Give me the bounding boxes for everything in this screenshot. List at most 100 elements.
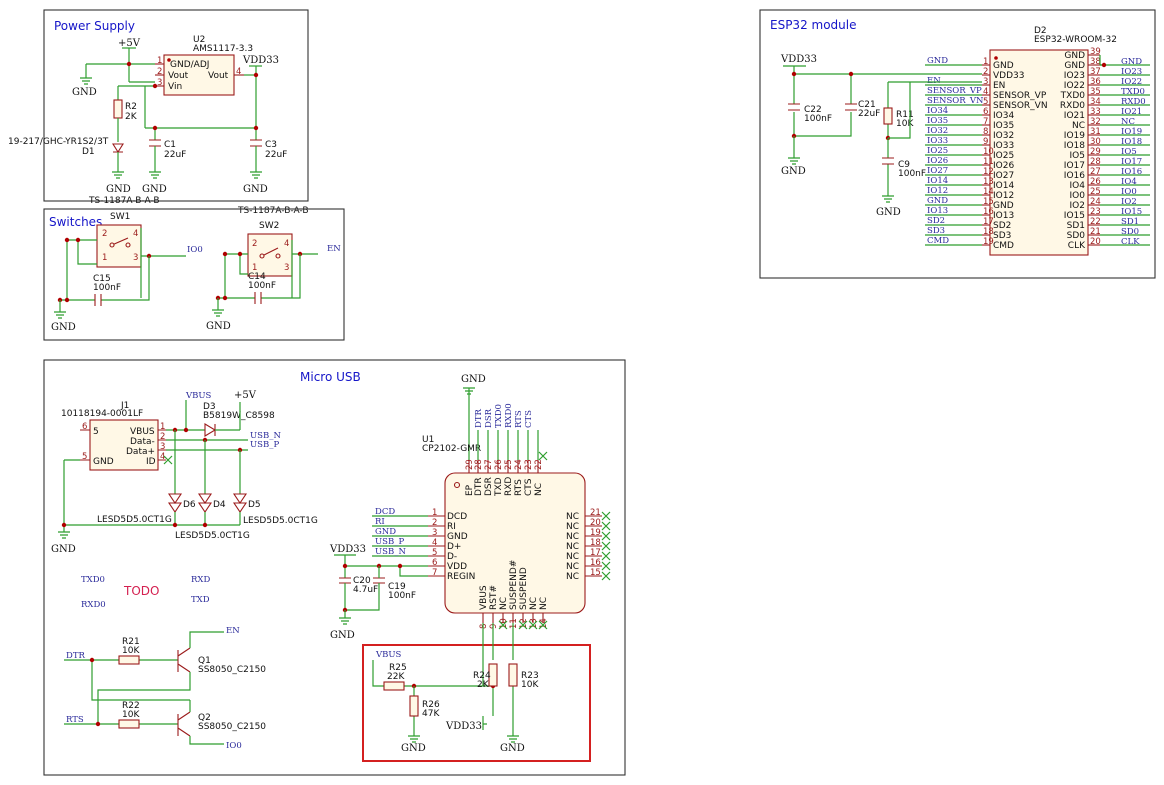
svg-text:GND: GND [142, 184, 167, 195]
d1-ref: D1 [82, 147, 95, 157]
svg-text:SW1: SW1 [110, 212, 130, 222]
svg-text:RXD: RXD [191, 575, 210, 585]
esp-right-pin-name: IO2 [1070, 201, 1085, 211]
esp-left-net-label: IO14 [927, 176, 948, 186]
u1-top-net-label: CTS [524, 410, 534, 428]
esp-right-pin-number: 39 [1090, 47, 1101, 57]
vbus-divider-highlight [362, 644, 591, 762]
u1-bottom-pin-name: RST# [489, 585, 499, 610]
p5v-label: +5V [118, 38, 141, 49]
esp-left-pin-name: VDD33 [993, 71, 1024, 81]
svg-text:GND: GND [401, 743, 426, 754]
esp-left-pin-name: IO35 [993, 121, 1014, 131]
esp-left-pin-name: GND [993, 201, 1014, 211]
esp-right-pin-name: IO21 [1064, 111, 1085, 121]
svg-text:GND: GND [461, 374, 486, 385]
svg-text:2: 2 [157, 67, 162, 77]
svg-text:VDD33: VDD33 [780, 54, 817, 65]
switches-title: Switches [49, 215, 102, 229]
svg-text:SS8050_C2150: SS8050_C2150 [198, 665, 266, 675]
svg-text:R23: R23 [521, 671, 539, 681]
u1-right-pin-number: 18 [590, 538, 601, 548]
esp-left-pin-number: 5 [983, 97, 988, 107]
esp-left-pin-number: 19 [983, 237, 994, 247]
esp-left-pin-number: 12 [983, 167, 994, 177]
svg-text:10K: 10K [122, 646, 140, 656]
svg-text:3: 3 [157, 78, 162, 88]
svg-text:C3: C3 [265, 140, 277, 150]
svg-text:GND: GND [93, 457, 114, 467]
svg-text:Q2: Q2 [198, 713, 211, 723]
esp-left-net-label: SENSOR_VN [927, 96, 984, 106]
esp-right-pin-name: IO4 [1070, 181, 1086, 191]
esp-right-net-label: SD1 [1121, 217, 1139, 227]
esp-left-pin-name: IO34 [993, 111, 1014, 121]
esp-right-net-label: IO19 [1121, 127, 1142, 137]
esp-right-pin-name: SD0 [1067, 231, 1086, 241]
svg-text:CP2102-GMR: CP2102-GMR [422, 444, 481, 454]
no-connect-mark [601, 541, 611, 551]
u1-right-pin-number: 16 [590, 558, 601, 568]
no-connect-mark [528, 620, 538, 630]
u1-right-pin-number: 20 [590, 518, 601, 528]
u1-left-pin-name: DCD [447, 512, 467, 522]
esp-right-pin-name: IO19 [1064, 131, 1085, 141]
svg-text:22uF: 22uF [265, 150, 287, 160]
svg-text:6: 6 [82, 422, 87, 432]
usb-vbus-label: VBUS [185, 391, 212, 401]
esp-left-pin-number: 18 [983, 227, 994, 237]
u1-left-net-label: USB_N [375, 547, 406, 557]
esp-left-net-label: EN [927, 76, 941, 86]
power-supply-frame [43, 9, 309, 202]
svg-text:100nF: 100nF [898, 169, 926, 179]
esp-right-pin-number: 36 [1090, 77, 1101, 87]
u1-top-net-label: TXD0 [494, 404, 504, 428]
no-connect-mark [518, 620, 528, 630]
svg-text:1: 1 [102, 253, 107, 263]
no-connect-mark [601, 531, 611, 541]
esp-left-pin-number: 10 [983, 147, 994, 157]
esp-right-pin-number: 35 [1090, 87, 1101, 97]
svg-text:2K: 2K [477, 680, 490, 690]
u1-left-pin-number: 7 [432, 568, 437, 578]
esp-left-pin-number: 13 [983, 177, 994, 187]
r2-body [113, 99, 123, 119]
svg-text:USB_N: USB_N [250, 431, 281, 441]
esp-right-net-label: IO23 [1121, 67, 1142, 77]
svg-text:4.7uF: 4.7uF [353, 585, 378, 595]
esp-left-pin-number: 4 [983, 87, 988, 97]
svg-text:VDD33: VDD33 [329, 544, 366, 555]
svg-text:J1: J1 [120, 401, 129, 411]
svg-text:GND: GND [206, 321, 231, 332]
svg-text:D2: D2 [1034, 26, 1047, 36]
svg-text:U1: U1 [422, 435, 434, 445]
sw2-part: TS-1187A-B-A-B [237, 206, 309, 216]
svg-text:C9: C9 [898, 160, 910, 170]
u1-top-pin-number: 23 [524, 459, 534, 470]
no-connect-mark [601, 511, 611, 521]
sw1-part: TS-1187A-B-A-B [88, 196, 160, 206]
svg-text:R25: R25 [389, 663, 407, 673]
u1-bottom-pin-number: 11 [509, 618, 519, 629]
u1-left-pin-number: 1 [432, 508, 437, 518]
esp-left-pin-number: 15 [983, 197, 994, 207]
svg-text:RTS: RTS [66, 715, 84, 725]
esp-right-net-label: IO16 [1121, 167, 1142, 177]
u1-top-pin-number: 24 [514, 459, 524, 470]
u1-top-pin-name: RTS [514, 479, 524, 496]
no-connect-mark [601, 571, 611, 581]
u1-top-pin-name: RXD [504, 477, 514, 496]
esp-right-pin-number: 21 [1090, 227, 1101, 237]
esp-right-pin-name: GND [1064, 61, 1085, 71]
esp-right-net-label: GND [1121, 57, 1142, 67]
esp-right-net-label: SD0 [1121, 227, 1139, 237]
svg-text:C21: C21 [858, 100, 876, 110]
u1-right-pin-name: NC [566, 542, 579, 552]
no-connect-mark [538, 620, 548, 630]
svg-text:Q1: Q1 [198, 656, 211, 666]
esp-left-net-label: IO13 [927, 206, 948, 216]
svg-text:ESP32-WROOM-32: ESP32-WROOM-32 [1034, 35, 1117, 45]
esp-right-pin-name: IO5 [1070, 151, 1085, 161]
esp-left-pin-name: SENSOR_VN [993, 101, 1048, 111]
